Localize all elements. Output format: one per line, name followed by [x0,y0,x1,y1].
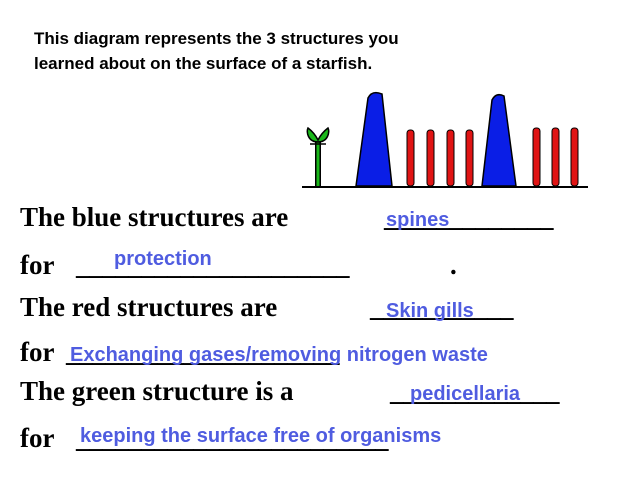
answer-protection: protection [114,248,212,270]
answer-pedicellaria: pedicellaria [410,383,521,405]
red-gill-2 [426,129,435,187]
line-3-lead: The red structures are [20,292,278,322]
red-gill-5 [532,127,541,187]
blue-spine-1 [355,91,393,187]
answer-spines: spines [386,209,450,231]
green-structure [306,126,330,186]
line-5-blank: _____________ [390,376,560,406]
line-6-blank: ________________________ [76,423,389,453]
red-gill-4 [465,129,474,187]
intro-text: This diagram represents the 3 structures… [34,26,554,76]
answer-exchanging-gases: Exchanging gases/removing nitrogen waste [70,344,488,366]
line-6-lead: for [20,423,55,453]
red-gill-7 [570,127,579,187]
line-1-lead: The blue structures are [20,202,289,232]
line-5-lead: The green structure is a [20,376,294,406]
red-gill-6 [551,127,560,187]
red-gill-1 [406,129,415,187]
line-2-blank: _____________________ [76,250,350,280]
line-4-blank: _____________________ [66,337,340,367]
answer-keeping-surface-free: keeping the surface free of organisms [80,425,442,447]
line-1-blank: _____________ [384,202,554,232]
line-3-blank: ___________ [370,292,514,322]
blue-spine-2 [481,93,517,187]
intro-line-1: This diagram represents the 3 structures… [34,29,399,48]
answer-skin-gills: Skin gills [386,300,474,322]
line-2-period: . [450,250,457,280]
starfish-surface-diagram [302,91,588,188]
red-gill-3 [446,129,455,187]
line-4-lead: for [20,337,55,367]
intro-line-2: learned about on the surface of a starfi… [34,54,373,73]
line-2-lead: for [20,250,55,280]
